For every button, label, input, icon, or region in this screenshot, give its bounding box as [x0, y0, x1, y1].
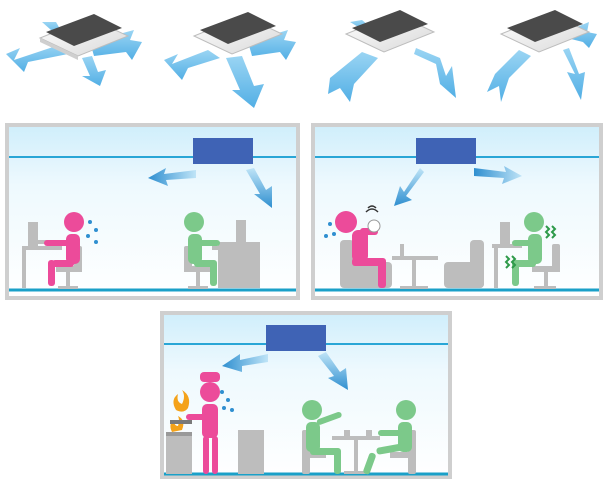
airflow-arrow: [226, 56, 264, 108]
scene-office: [7, 125, 298, 298]
handkerchief-icon: [368, 220, 380, 232]
airflow-arrow: [328, 52, 378, 102]
stove: [166, 432, 192, 474]
cassette-unit-two-way: [328, 10, 456, 102]
scene-waiting-room: [313, 125, 601, 298]
scene-restaurant-kitchen: [162, 313, 450, 477]
airflow-arrow: [487, 50, 531, 102]
indoor-unit: [416, 138, 476, 164]
indoor-unit: [193, 138, 253, 164]
airflow-arrow: [563, 48, 585, 100]
pan-icon: [170, 420, 192, 424]
airflow-arrow: [164, 50, 220, 80]
cassette-unit-one-way-angled: [487, 10, 597, 102]
counter: [238, 430, 264, 474]
indoor-unit: [266, 325, 326, 351]
cassette-unit-four-way: [6, 14, 142, 86]
cassette-unit-three-way: [164, 12, 296, 108]
airflow-arrow: [82, 56, 106, 86]
airflow-arrow: [414, 48, 456, 98]
